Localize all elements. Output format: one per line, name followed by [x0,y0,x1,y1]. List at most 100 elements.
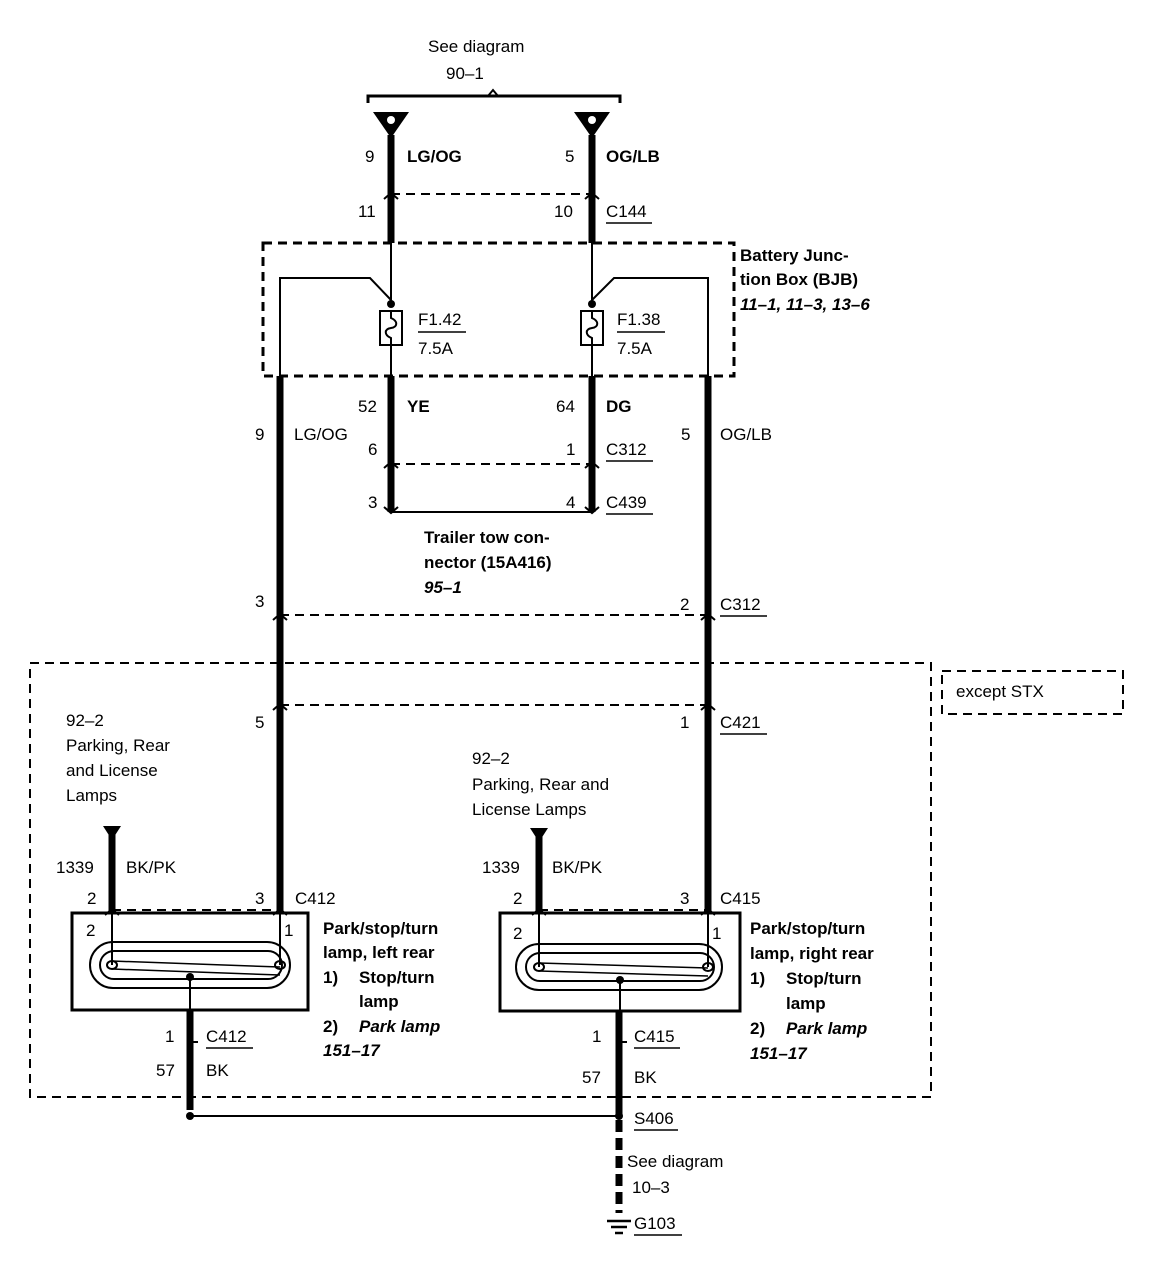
wire-ye-circuit: 52 [358,397,377,416]
fuse-f142-rating: 7.5A [418,339,454,358]
right-lamp-desc1: Parking, Rear and [472,775,609,794]
wire-lgog-top-circuit: 9 [365,147,374,166]
wire-lgog-top-color: LG/OG [407,147,462,166]
wire-lgog-main-color: LG/OG [294,425,348,444]
right-lamp-ref: 92–2 [472,749,510,768]
c439-pin-marks [383,506,600,515]
right-lamp-item1-num: 1) [750,969,765,988]
left-ground-circuit: 57 [156,1061,175,1080]
top-bracket [366,94,622,103]
left-lamp-item1-a: Stop/turn [359,968,435,987]
except-stx-box [941,670,1124,715]
fuse-f138-icon [580,310,604,346]
trailer-line1: Trailer tow con- [424,528,550,547]
right-ground-color: BK [634,1068,657,1087]
right-lamp-desc2: License Lamps [472,800,586,819]
right-ground-pin: 1 [592,1027,601,1046]
wire-dg-circuit: 64 [556,397,575,416]
wire-ye-color: YE [407,397,430,416]
top-connector-left-icon [373,112,409,138]
c144-pin-marks [383,191,600,200]
fuse-f138-rating: 7.5A [617,339,653,358]
top-diagram-ref: 90–1 [446,64,484,83]
c144-label: C144 [606,202,647,221]
right-lamp-item2: Park lamp [786,1019,867,1038]
bjb-bus-right [591,277,709,376]
wire-dg-color: DG [606,397,632,416]
c412-label: C412 [295,889,336,908]
wire-oglb-top-color: OG/LB [606,147,660,166]
left-ground-pin: 1 [165,1027,174,1046]
bjb-bus-left [279,277,392,376]
right-lamp-title2: lamp, right rear [750,944,874,963]
right-lamp-inner-pin-a: 2 [513,924,522,943]
left-lamp-desc2: and License [66,761,158,780]
top-see-diagram: See diagram [428,37,524,56]
bjb-title-line1: Battery Junc- [740,246,849,265]
right-lamp-source-icon [530,828,548,842]
left-lamp-color: BK/PK [126,858,177,877]
c421-pin-marks [272,702,716,711]
right-lamp-inner-pin-b: 1 [712,924,721,943]
left-lamp-desc3: Lamps [66,786,117,805]
right-lamp-item1-a: Stop/turn [786,969,862,988]
c421-left-pin: 5 [255,713,264,732]
right-lamp-ref2: 151–17 [750,1044,808,1063]
fuse-f142-icon [379,310,403,346]
s406-right-dot [615,1112,623,1120]
top-connector-right-icon [574,112,610,138]
left-lamp-title2: lamp, left rear [323,943,435,962]
fuse-f142-name: F1.42 [418,310,461,329]
right-ground-connector: C415 [634,1027,675,1046]
right-lamp-bulb-icon [515,913,723,1011]
c421-label: C421 [720,713,761,732]
c439-left-pin: 3 [368,493,377,512]
right-lamp-color: BK/PK [552,858,603,877]
s406-label: S406 [634,1109,674,1128]
c412-pin-b: 3 [255,889,264,908]
c144-left-pin: 11 [358,202,376,221]
left-lamp-item1-b: lamp [359,992,399,1011]
left-lamp-title1: Park/stop/turn [323,919,438,938]
left-ground-color: BK [206,1061,229,1080]
wire-lgog-main-circuit: 9 [255,425,264,444]
left-ground-connector: C412 [206,1027,247,1046]
wire-oglb-top-circuit: 5 [565,147,574,166]
except-stx-label: except STX [956,682,1044,701]
left-lamp-item1-num: 1) [323,968,338,987]
c312-upper-left-pin: 6 [368,440,377,459]
ground-see-diagram: See diagram [627,1152,723,1171]
c415-label: C415 [720,889,761,908]
left-lamp-item2-num: 2) [323,1017,338,1036]
left-lamp-desc1: Parking, Rear [66,736,170,755]
left-lamp-ref: 92–2 [66,711,104,730]
left-lamp-inner-pin-a: 2 [86,921,95,940]
except-stx-region [29,662,932,1098]
right-lamp-item2-num: 2) [750,1019,765,1038]
left-lamp-circuit: 1339 [56,858,94,877]
bjb-splice-right [588,300,596,308]
left-lamp-ref2: 151–17 [323,1041,381,1060]
right-ground-circuit: 57 [582,1068,601,1087]
s406-left-dot [186,1112,194,1120]
c415-pin-a: 2 [513,889,522,908]
bjb-refs: 11–1, 11–3, 13–6 [740,295,870,314]
bjb-box [261,241,736,378]
right-lamp-item1-b: lamp [786,994,826,1013]
right-lamp-title1: Park/stop/turn [750,919,865,938]
right-lamp-circuit: 1339 [482,858,520,877]
c415-pin-b: 3 [680,889,689,908]
ground-icon [607,1219,631,1235]
g103-label: G103 [634,1214,676,1233]
wire-oglb-main-color: OG/LB [720,425,772,444]
c312-lower-right-pin: 2 [680,595,689,614]
left-lamp-inner-pin-b: 1 [284,921,293,940]
c144-right-pin: 10 [554,202,573,221]
bjb-title-line2: tion Box (BJB) [740,270,858,289]
trailer-ref: 95–1 [424,578,462,597]
c412-pin-a: 2 [87,889,96,908]
left-lamp-source-icon [103,826,121,840]
top-bracket-notch [487,88,499,97]
left-lamp-bulb-icon [89,913,291,1010]
c312-upper-right-pin: 1 [566,440,575,459]
